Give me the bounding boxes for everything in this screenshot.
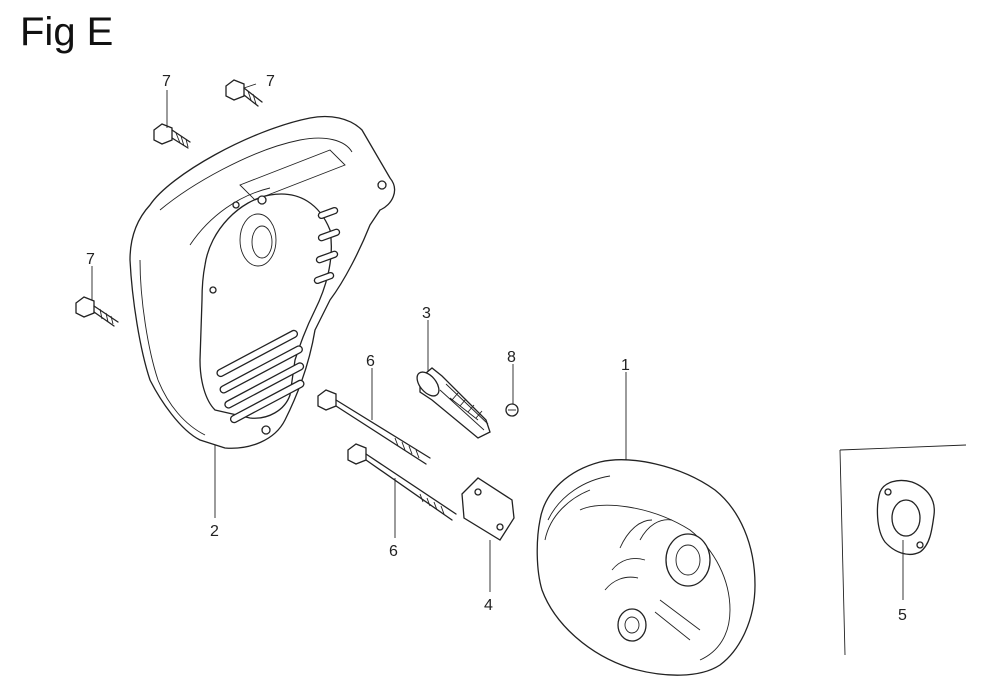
long-bolt-6-lower — [347, 443, 457, 521]
bolt-7-left — [75, 296, 119, 327]
callout-4: 4 — [484, 597, 493, 614]
callout-7: 7 — [86, 251, 95, 268]
callout-6: 6 — [366, 353, 375, 370]
inset-panel — [839, 444, 967, 656]
muffler-part — [536, 459, 756, 676]
callout-5: 5 — [898, 607, 907, 624]
callout-6: 6 — [389, 543, 398, 560]
muffler-gasket-part — [461, 477, 515, 541]
callout-7: 7 — [162, 73, 171, 90]
leader-lines — [91, 83, 904, 600]
spark-arrester-part — [416, 367, 491, 439]
bolt-7-top-right — [225, 79, 263, 107]
callout-3: 3 — [422, 305, 431, 322]
figure-title: Fig E — [20, 10, 114, 54]
long-bolt-6-upper — [317, 389, 431, 465]
bolt-7-top-left — [153, 123, 191, 149]
callout-7: 7 — [266, 73, 275, 90]
callout-8: 8 — [507, 349, 516, 366]
muffler-protector-part — [129, 115, 396, 449]
callout-2: 2 — [210, 523, 219, 540]
screw-8 — [505, 403, 519, 417]
exhaust-gasket-part-5 — [876, 479, 935, 556]
callout-1: 1 — [621, 357, 630, 374]
